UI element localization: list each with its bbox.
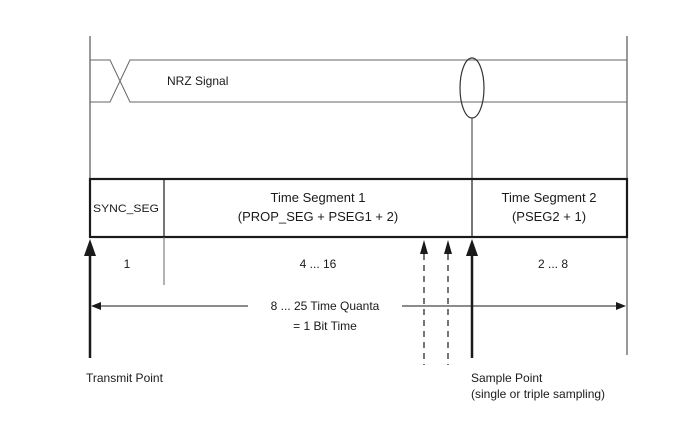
seg2-title: Time Segment 2 (502, 190, 597, 205)
sample-point-arrowhead (466, 239, 478, 256)
seg2-formula: (PSEG2 + 1) (512, 209, 586, 224)
bit-time-equals-label: = 1 Bit Time (293, 319, 357, 333)
transmit-point-arrowhead (84, 239, 96, 256)
sample-point-label: Sample Point (471, 371, 543, 385)
sync-seg-count: 1 (124, 257, 131, 271)
transmit-point-label: Transmit Point (86, 371, 164, 385)
seg1-formula: (PROP_SEG + PSEG1 + 2) (238, 209, 398, 224)
bit-time-quanta-label: 8 ... 25 Time Quanta (271, 299, 380, 313)
seg1-title: Time Segment 1 (271, 190, 366, 205)
nrz-signal-label: NRZ Signal (167, 74, 228, 88)
sync-seg-label: SYNC_SEG (93, 203, 159, 215)
sample-ellipse (459, 57, 485, 119)
seg1-count: 4 ... 16 (300, 257, 337, 271)
bit-segments-box (88, 177, 629, 239)
alternate-sample-arrows (420, 240, 452, 365)
nrz-signal-waveform (90, 59, 627, 103)
sample-point-sublabel: (single or triple sampling) (471, 387, 605, 401)
seg2-count: 2 ... 8 (538, 257, 568, 271)
